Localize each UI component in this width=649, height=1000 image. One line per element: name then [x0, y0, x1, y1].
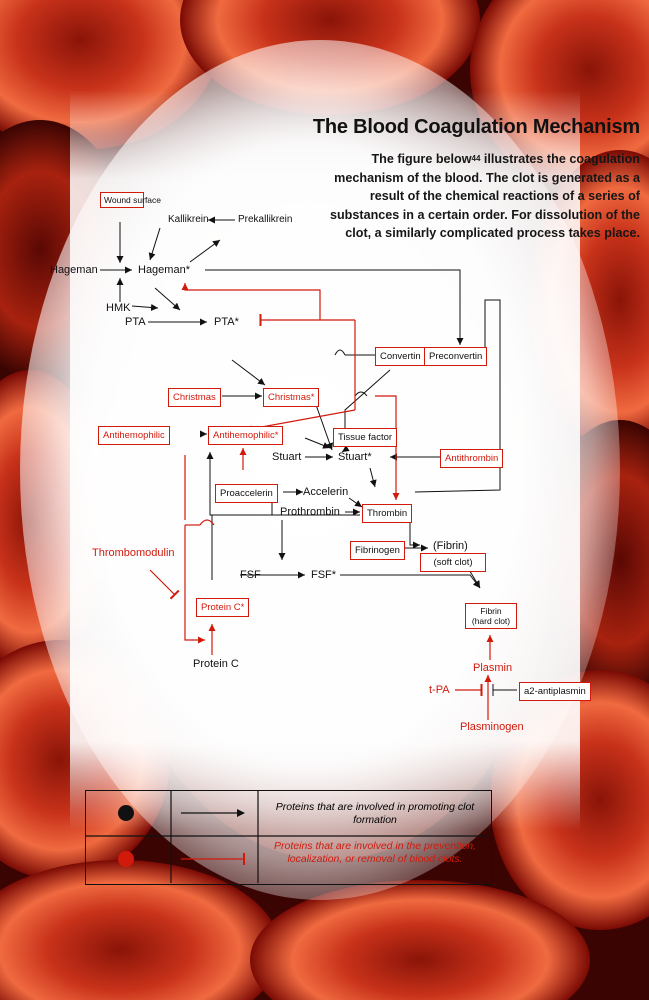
node-wound-surface: Wound surface: [100, 192, 161, 208]
node-proaccelerin: Proaccelerin: [215, 484, 278, 503]
node-preconvertin: Preconvertin: [424, 347, 488, 366]
inhibit-line-hagemanstar: [181, 283, 321, 320]
node-pta-star: PTA*: [214, 316, 239, 328]
legend-prevent-text: Proteins that are involved in the preven…: [274, 840, 476, 865]
node-kallikrein: Kallikrein: [168, 214, 209, 225]
node-hageman-star: Hageman*: [138, 264, 190, 276]
node-stuart: Stuart: [272, 451, 302, 463]
arrow-christmasstar-stuartstar: [314, 401, 333, 451]
node-fibrinogen: Fibrinogen: [350, 541, 405, 560]
node-thrombomodulin: Thrombomodulin: [92, 547, 175, 559]
arrow-hmk-pta: [131, 303, 159, 311]
node-prekallikrein: Prekallikrein: [238, 214, 293, 225]
description-part1: The figure below: [371, 152, 472, 166]
arrow-stuartstar-thrombin: [369, 467, 377, 488]
node-hageman: Hageman: [50, 264, 98, 276]
legend: Proteins that are involved in promoting …: [85, 790, 492, 885]
line-hop-christmas: [354, 391, 368, 397]
node-accelerin: Accelerin: [303, 486, 349, 498]
arrow-antihemophilicstar-stuartstar: [304, 437, 331, 449]
node-tpa: t-PA: [429, 684, 450, 696]
arrow-tissue-stuartstar: [341, 445, 350, 453]
legend-grid: [86, 791, 490, 883]
arrow-hagemanstar-kallikrein: [189, 239, 221, 263]
legend-black-dot: [118, 805, 134, 821]
node-soft-clot: (soft clot): [420, 553, 486, 572]
node-a2-antiplasmin: a2-antiplasmin: [519, 682, 591, 701]
node-protein-c: Protein C: [193, 658, 239, 670]
node-fibrin-soft: (Fibrin): [433, 540, 468, 552]
reference-number: 44: [471, 154, 481, 163]
arrow-thrombin-fibrin: [409, 520, 420, 549]
arrow-thrombin-antihemophilicstar: [206, 452, 360, 516]
legend-black-arrow: [237, 809, 245, 817]
arrow-fsfstar-fibrin: [340, 574, 481, 589]
line-preconvertin-thrombin-loop: [414, 299, 501, 493]
node-fsf-star: FSF*: [311, 569, 337, 581]
legend-promote-text: Proteins that are involved in promoting …: [275, 801, 475, 826]
node-plasminogen: Plasminogen: [460, 721, 524, 733]
red-line-proteinc: [184, 525, 205, 644]
node-pta: PTA: [125, 316, 146, 328]
inhibit-line-thrombin: [375, 395, 400, 500]
node-christmas-star: Christmas*: [263, 388, 320, 407]
legend-red-dot: [118, 851, 134, 867]
node-fsf: FSF: [240, 569, 261, 581]
description-part2: illustrates the coagulation mechanism of…: [329, 152, 640, 240]
node-antithrombin: Antithrombin: [440, 449, 504, 468]
node-wound-surface-label: Wound surface: [104, 195, 162, 205]
line-convertin-stuart: [344, 369, 391, 430]
node-antihemophilic-star: Antihemophilic*: [208, 426, 284, 445]
arrow-hagemanstar-preconvertin: [205, 269, 464, 345]
node-antihemophilic: Antihemophilic: [98, 426, 170, 445]
node-convertin: Convertin: [375, 347, 426, 366]
node-christmas: Christmas: [168, 388, 221, 407]
arrow-accelerin-thrombin: [348, 497, 363, 508]
node-plasmin: Plasmin: [473, 662, 513, 674]
node-hmk: HMK: [106, 302, 131, 314]
node-tissue-factor: Tissue factor: [333, 428, 398, 447]
description: The figure below44 illustrates the coagu…: [318, 150, 640, 243]
node-stuart-star: Stuart*: [338, 451, 372, 463]
arrow-kallikrein-hageman: [148, 227, 161, 261]
node-fibrin-hard: Fibrin(hard clot): [465, 603, 517, 629]
red-line-hop: [199, 519, 215, 526]
arrow-hagemanstar-ptastar: [154, 287, 181, 311]
node-hard-clot-label: (hard clot): [471, 616, 511, 626]
node-prothrombin: Prothrombin: [280, 506, 340, 518]
node-fibrin-hard-label: Fibrin: [480, 606, 502, 616]
node-thrombin: Thrombin: [362, 504, 413, 523]
legend-red-bar: [243, 853, 245, 865]
inhibit-thrombomodulin: [149, 569, 180, 600]
arrow-ptastar-christmasstar: [231, 359, 266, 386]
node-protein-c-star: Protein C*: [196, 598, 250, 617]
page-title: The Blood Coagulation Mechanism: [312, 116, 640, 138]
line-hop-convertin: [334, 349, 346, 356]
